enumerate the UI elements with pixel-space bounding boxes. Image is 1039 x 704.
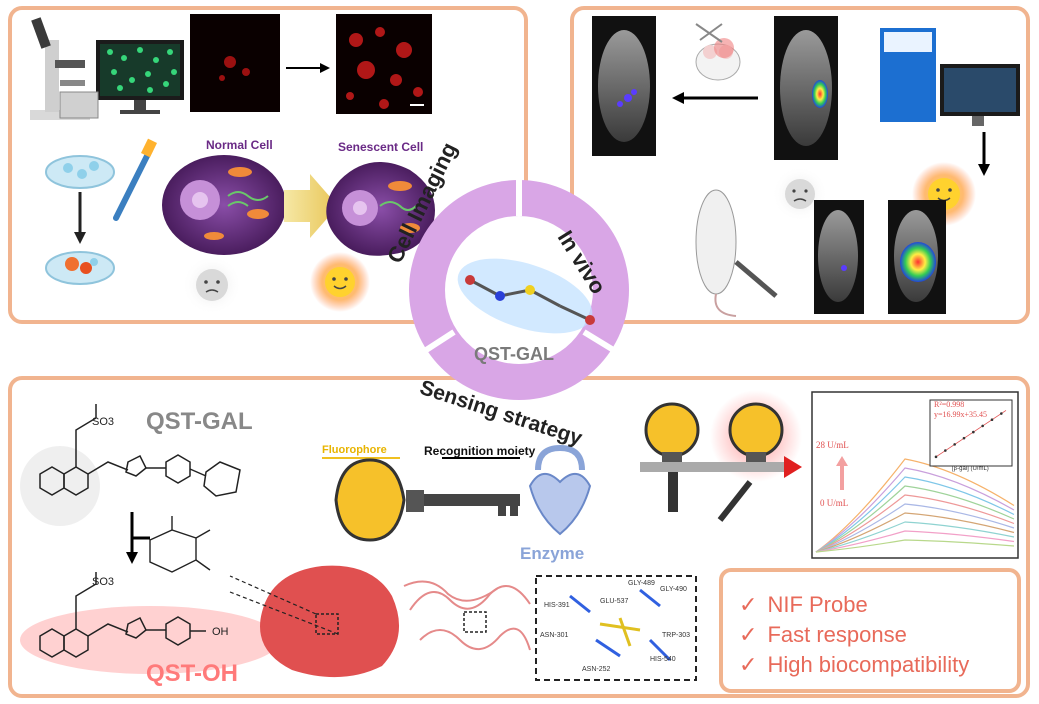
features-box: ✓ NIF Probe ✓ Fast response ✓ High biocompa… xyxy=(719,568,1021,693)
equation-label: y=16.99x+35.45 xyxy=(934,410,988,419)
r-squared-label: R²=0.998 xyxy=(934,400,965,409)
so3-label: SO3 xyxy=(92,416,115,428)
fluorophore-label: Fluorophore xyxy=(322,444,387,456)
inset-fit-line xyxy=(935,410,1007,458)
low-concentration-label: 0 U/mL xyxy=(820,498,849,508)
qst-gal-label: QST-GAL xyxy=(146,408,253,435)
mouse-image-probe-2 xyxy=(888,200,946,314)
feature-label-3: High biocompatibility xyxy=(767,652,970,677)
residue-label-7: HIS-540 xyxy=(650,656,676,663)
spectrum-line xyxy=(815,521,1015,553)
residue-label-4: HIS-391 xyxy=(544,602,570,609)
qst-gal-structure xyxy=(20,404,241,526)
spectrum-line xyxy=(815,467,1015,553)
spectrum-line xyxy=(815,503,1015,553)
feature-item-3: ✓ High biocompatibility xyxy=(739,652,969,678)
transition-arrow xyxy=(284,174,338,238)
protein-surface-illustration xyxy=(229,565,400,678)
reaction-arrow xyxy=(126,512,150,564)
high-concentration-label: 28 U/mL xyxy=(816,440,849,450)
qst-oh-structure xyxy=(20,572,280,674)
unlit-bulb-icon xyxy=(644,402,700,512)
spectrum-line xyxy=(815,476,1015,553)
galactose-structure xyxy=(149,516,211,573)
inset-point xyxy=(981,424,984,428)
residue-label-1: GLY-489 xyxy=(628,580,655,587)
oh-label: OH xyxy=(212,626,229,638)
enzyme-lock-icon xyxy=(528,444,592,536)
check-icon: ✓ xyxy=(739,592,758,617)
probe-name-center: QST-GAL xyxy=(474,344,554,364)
lit-bulb-icon xyxy=(710,390,802,482)
mouse-injection-icon xyxy=(695,189,778,317)
check-icon: ✓ xyxy=(739,652,758,677)
protein-ribbon-illustration xyxy=(403,580,531,651)
inset-point xyxy=(990,418,994,422)
residue-label-8: ASN-252 xyxy=(582,666,611,673)
residue-label-6: ASN-301 xyxy=(540,632,569,639)
inset-point xyxy=(1000,412,1003,415)
check-icon: ✓ xyxy=(739,622,758,647)
probe-molecule-illustration xyxy=(457,258,595,334)
mouse-surgery-icon xyxy=(695,23,741,81)
emission-spectra-chart xyxy=(811,391,1019,559)
mouse-image-probe-1 xyxy=(814,200,864,314)
feature-label-2: Fast response xyxy=(767,622,907,647)
enzyme-label: Enzyme xyxy=(520,544,585,563)
normal-cell-label: Normal Cell xyxy=(206,138,273,152)
arrow-right-icon xyxy=(286,63,330,73)
recognition-moiety-label: Recognition moiety xyxy=(424,444,536,458)
qst-oh-label: QST-OH xyxy=(146,660,239,687)
senescent-cell-illustration xyxy=(326,162,435,256)
normal-cell-fluorescence-image xyxy=(190,14,280,112)
inset-point xyxy=(962,436,966,440)
inset-point xyxy=(972,430,975,434)
mouse-image-before xyxy=(592,16,656,156)
monitor-icon xyxy=(59,40,184,119)
pipette-icon xyxy=(113,138,158,221)
inset-point xyxy=(944,449,947,452)
spectrum-line xyxy=(815,539,1015,553)
lightbulb-key-icon xyxy=(322,457,520,542)
feature-item-2: ✓ Fast response xyxy=(739,622,907,648)
residue-label-3: GLY-490 xyxy=(660,586,687,593)
inset-point xyxy=(934,455,938,459)
arrow-left-icon xyxy=(672,92,758,104)
spectrum-line xyxy=(815,494,1015,553)
binding-site-inset xyxy=(535,575,697,681)
happy-sun-icon xyxy=(310,252,370,312)
arrow-down-icon xyxy=(978,132,990,176)
spectrum-line xyxy=(815,530,1015,553)
senescent-cell-label: Senescent Cell xyxy=(338,140,424,154)
residue-label-5: TRP-303 xyxy=(662,632,691,639)
normal-cell-illustration xyxy=(162,155,286,255)
feature-item-1: ✓ NIF Probe xyxy=(739,592,868,618)
spectrum-line xyxy=(815,485,1015,553)
petri-dish-icon xyxy=(45,155,115,285)
inset-xlabel: [β-gal] (U/mL) xyxy=(952,466,989,472)
imaging-system-icon xyxy=(880,28,1020,126)
key-arrow-icon xyxy=(640,456,802,522)
spectrum-line xyxy=(815,458,1015,553)
sad-face-icon xyxy=(182,255,242,315)
so3-label-product: SO3 xyxy=(92,576,115,588)
spectrum-line xyxy=(815,512,1015,553)
senescent-cell-fluorescence-image xyxy=(336,14,432,114)
residue-label-2: GLU-537 xyxy=(600,598,629,605)
feature-label-1: NIF Probe xyxy=(767,592,868,617)
inset-point xyxy=(953,443,956,446)
mouse-image-after xyxy=(774,16,838,160)
